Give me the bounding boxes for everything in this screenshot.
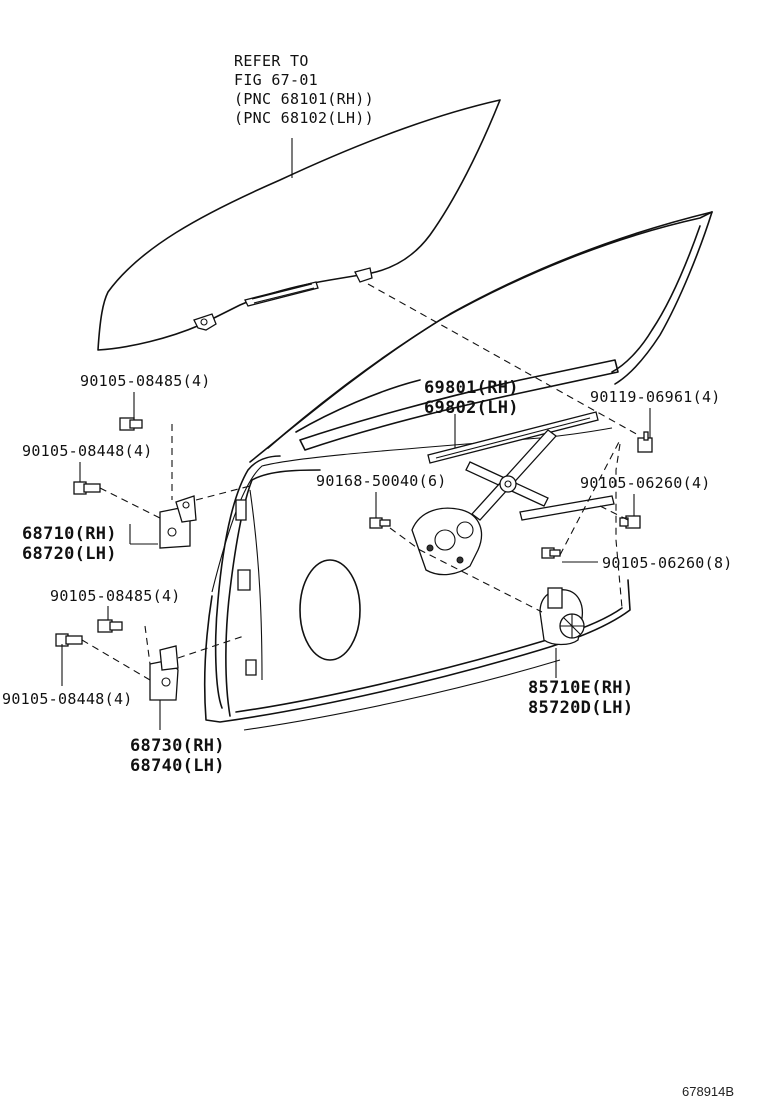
leader-lines	[61, 392, 651, 730]
label-hinge-lower-lh: 68740(LH)	[130, 756, 225, 776]
label-bolt-hinge-bottom-upper: 90105-08485(4)	[50, 587, 181, 605]
bolt-icon	[369, 517, 391, 529]
refer-line-1: REFER TO	[234, 52, 309, 70]
bolt-icon	[637, 431, 653, 453]
door-shell	[203, 455, 631, 731]
bolt-icon	[541, 547, 561, 559]
label-motor-rh: 85710E(RH)	[528, 678, 634, 698]
door-glass	[97, 99, 501, 351]
label-regulator-rh: 69801(RH)	[424, 378, 519, 398]
refer-line-4: (PNC 68102(LH))	[234, 109, 374, 127]
label-hinge-lower-rh: 68730(RH)	[130, 736, 225, 756]
label-bolt-hinge-top-upper: 90105-08485(4)	[80, 372, 211, 390]
bolt-icon	[619, 515, 641, 529]
bolt-icon	[55, 633, 83, 647]
bolt-icon	[73, 481, 101, 495]
upper-hinge	[159, 495, 197, 549]
bolts	[55, 417, 653, 647]
label-regulator-lh: 69802(LH)	[424, 398, 519, 418]
label-bolt-regulator: 90168-50040(6)	[316, 472, 447, 490]
label-bolt-rail-top: 90119-06961(4)	[590, 388, 721, 406]
label-bolt-rail-mid: 90105-06260(4)	[580, 474, 711, 492]
bolt-icon	[97, 619, 123, 633]
label-bolt-hinge-top-side: 90105-08448(4)	[22, 442, 153, 460]
door-frame	[211, 211, 713, 593]
label-hinge-upper-rh: 68710(RH)	[22, 524, 117, 544]
label-bolt-hinge-bottom-side: 90105-08448(4)	[2, 690, 133, 708]
refer-line-2: FIG 67-01	[234, 71, 318, 89]
dashed-lines	[81, 283, 641, 681]
refer-line-3: (PNC 68101(RH))	[234, 90, 374, 108]
label-bolt-motor: 90105-06260(8)	[602, 554, 733, 572]
window-regulator	[411, 411, 615, 576]
bolt-icon	[119, 417, 143, 431]
lower-hinge	[149, 645, 179, 701]
label-motor-lh: 85720D(LH)	[528, 698, 634, 718]
label-hinge-upper-lh: 68720(LH)	[22, 544, 117, 564]
diagram-code: 678914B	[682, 1084, 735, 1099]
window-motor	[539, 587, 585, 646]
